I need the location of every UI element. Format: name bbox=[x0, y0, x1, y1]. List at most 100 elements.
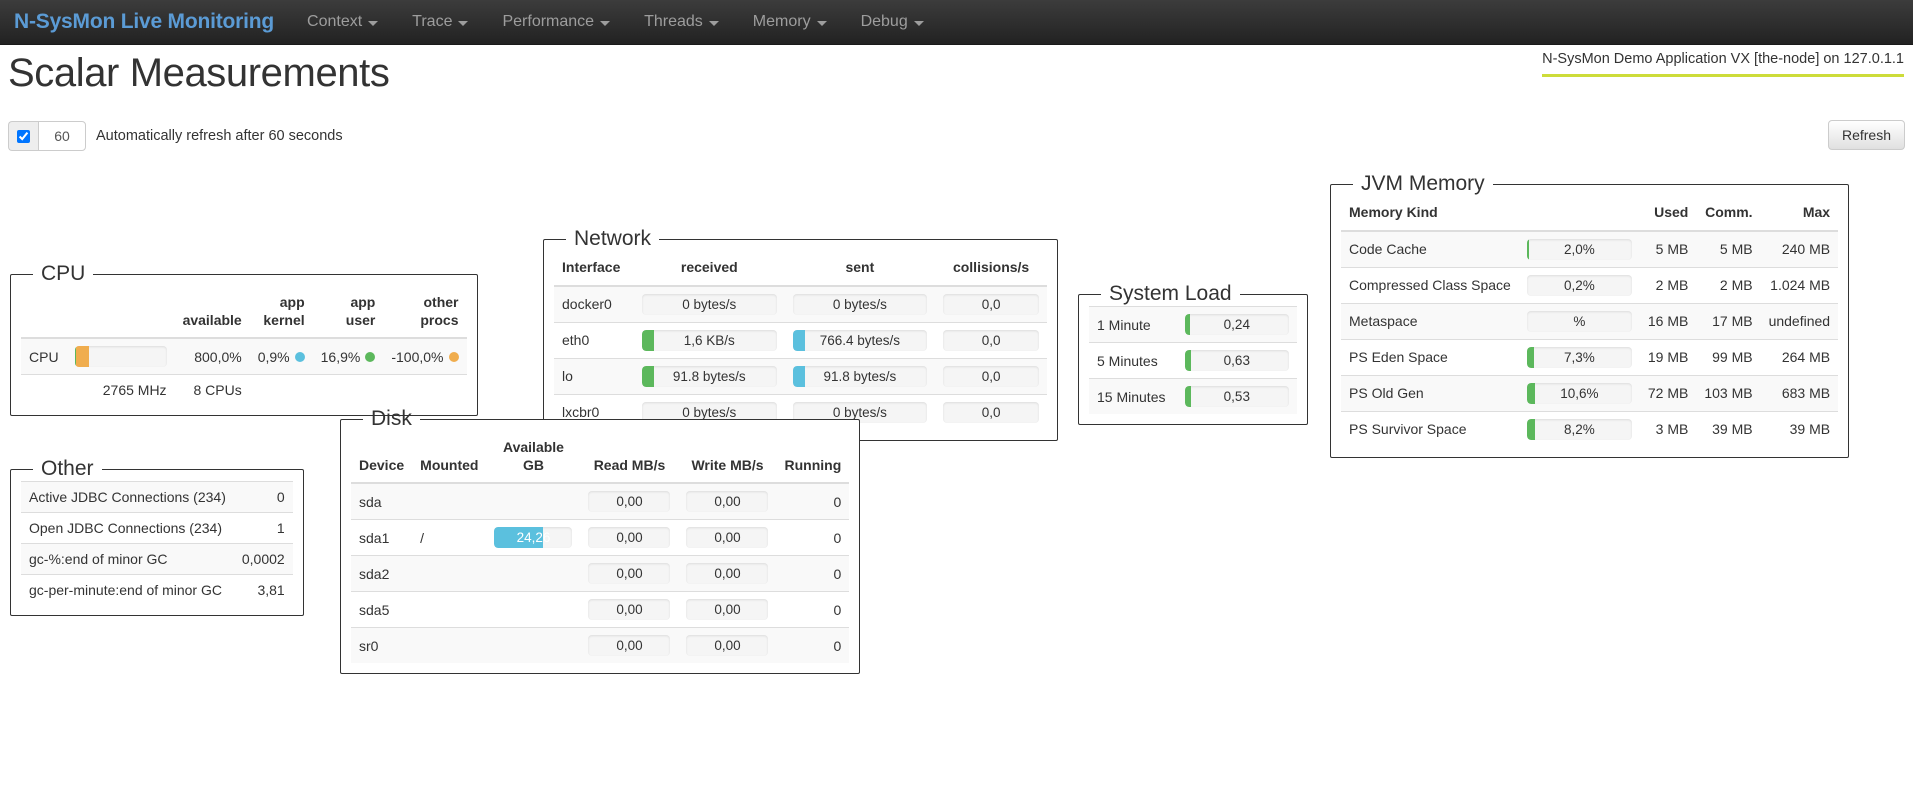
network-row-collisions: 0,0 bbox=[935, 357, 1047, 394]
disk-table-head: Device Mounted Available GB Read MB/s Wr… bbox=[351, 431, 850, 484]
jvm-memory-row-max: 240 MB bbox=[1760, 230, 1839, 267]
disk-col-device: Device bbox=[351, 431, 413, 484]
disk-table: Device Mounted Available GB Read MB/s Wr… bbox=[351, 431, 850, 663]
network-row-received: 91.8 bytes/s bbox=[634, 357, 785, 394]
jvm-col-max: Max bbox=[1760, 196, 1839, 232]
progress-bar-label: 0,63 bbox=[1223, 353, 1250, 368]
system-load-row-label: 15 Minutes bbox=[1089, 378, 1177, 414]
progress-bar: 7,3% bbox=[1526, 346, 1632, 368]
nav-item-context[interactable]: Context bbox=[290, 1, 395, 43]
progress-bar: 0,00 bbox=[588, 599, 671, 620]
network-col-received: received bbox=[634, 251, 785, 287]
cpu-row-name: CPU bbox=[21, 337, 67, 375]
nav-item-memory[interactable]: Memory bbox=[736, 1, 844, 43]
progress-bar: 0 bytes/s bbox=[792, 401, 928, 423]
other-row-label: Open JDBC Connections (234) bbox=[21, 512, 234, 544]
jvm-col-kind: Memory Kind bbox=[1341, 196, 1519, 232]
nav-item-performance[interactable]: Performance bbox=[485, 1, 627, 43]
progress-bar: 766.4 bytes/s bbox=[792, 329, 928, 351]
progress-bar-label: 1,6 KB/s bbox=[683, 332, 735, 348]
progress-bar-label: 2,0% bbox=[1563, 241, 1595, 257]
progress-bar-label: 0 bytes/s bbox=[832, 404, 887, 420]
system-load-row-value: 0,63 bbox=[1176, 342, 1297, 379]
disk-row-running: 0 bbox=[776, 519, 850, 556]
panel-cpu: CPU available app kernel app user other … bbox=[10, 262, 478, 416]
network-row-sent: 0 bytes/s bbox=[784, 285, 936, 322]
auto-refresh-checkbox[interactable] bbox=[17, 129, 30, 143]
panel-disk-legend: Disk bbox=[371, 407, 412, 430]
progress-bar: 0,00 bbox=[588, 491, 671, 512]
disk-col-write: Write MB/s bbox=[678, 431, 777, 484]
disk-row-available bbox=[486, 555, 581, 592]
auto-refresh-checkbox-addon[interactable] bbox=[8, 121, 38, 151]
jvm-memory-row-max: 1.024 MB bbox=[1760, 266, 1839, 303]
status-dot-icon bbox=[294, 351, 305, 362]
progress-bar-label: 0,0 bbox=[981, 296, 1001, 312]
jvm-memory-row-bar: 2,0% bbox=[1518, 230, 1640, 267]
disk-row-read: 0,00 bbox=[580, 519, 679, 556]
system-load-row-value: 0,53 bbox=[1176, 378, 1297, 414]
nav-item-label: Threads bbox=[644, 13, 703, 30]
disk-row-read: 0,00 bbox=[580, 627, 679, 663]
chevron-down-icon bbox=[368, 20, 379, 26]
progress-bar-fill bbox=[1526, 238, 1529, 260]
progress-bar-label: 0,00 bbox=[616, 494, 643, 509]
progress-bar: 0,0 bbox=[943, 329, 1039, 351]
cpu-col-app-kernel: app kernel bbox=[249, 286, 313, 339]
progress-bar-label: 0,00 bbox=[714, 494, 741, 509]
disk-row-read: 0,00 bbox=[580, 555, 679, 592]
progress-bar: 2,0% bbox=[1526, 238, 1632, 260]
jvm-memory-row-bar: 7,3% bbox=[1518, 338, 1640, 375]
progress-bar bbox=[74, 346, 167, 367]
network-row-received: 1,6 KB/s bbox=[634, 321, 785, 358]
network-row-interface: lo bbox=[554, 357, 634, 394]
progress-bar-label: 0,00 bbox=[616, 638, 643, 653]
nav-item-trace[interactable]: Trace bbox=[395, 1, 485, 43]
brand-logo[interactable]: N-SysMon Live Monitoring bbox=[14, 10, 275, 33]
refresh-interval-input[interactable] bbox=[38, 121, 86, 151]
cpu-col-bar bbox=[66, 286, 175, 339]
jvm-memory-row-used: 16 MB bbox=[1639, 302, 1697, 339]
disk-col-mounted: Mounted bbox=[412, 431, 487, 484]
cpu-footer-spacer bbox=[21, 374, 67, 405]
jvm-memory-table-head: Memory Kind Used Comm. Max bbox=[1341, 196, 1839, 232]
metric-value: 16,9% bbox=[320, 348, 361, 365]
jvm-col-comm: Comm. bbox=[1696, 196, 1761, 232]
disk-row-read: 0,00 bbox=[580, 482, 679, 520]
progress-bar-label: 0 bytes/s bbox=[682, 404, 737, 420]
disk-row-running: 0 bbox=[776, 591, 850, 628]
progress-bar-fill bbox=[1526, 418, 1536, 440]
jvm-memory-row-comm: 103 MB bbox=[1696, 374, 1761, 411]
cpu-col-app-user: app user bbox=[312, 286, 384, 339]
top-navbar: N-SysMon Live Monitoring Context Trace Per… bbox=[0, 0, 1913, 45]
progress-bar: 0,2% bbox=[1526, 274, 1632, 296]
cpu-col-name bbox=[21, 286, 67, 339]
jvm-memory-row-used: 19 MB bbox=[1639, 338, 1697, 375]
progress-bar-label: 0,24 bbox=[1223, 317, 1250, 332]
auto-refresh-label: Automatically refresh after 60 seconds bbox=[96, 128, 343, 144]
chevron-down-icon bbox=[708, 20, 719, 26]
progress-bar-label: 0,00 bbox=[714, 530, 741, 545]
nav-item-debug[interactable]: Debug bbox=[844, 1, 941, 43]
jvm-memory-row-kind: Metaspace bbox=[1341, 302, 1519, 339]
panel-network: Network Interface received sent collisio… bbox=[543, 227, 1058, 441]
panel-other-legend: Other bbox=[41, 457, 94, 480]
refresh-button[interactable]: Refresh bbox=[1827, 120, 1905, 150]
nav-item-threads[interactable]: Threads bbox=[627, 1, 736, 43]
refresh-controls: Automatically refresh after 60 seconds R… bbox=[0, 107, 1913, 157]
nav-item-label: Trace bbox=[412, 13, 453, 30]
progress-bar: 0,00 bbox=[588, 527, 671, 548]
network-row-collisions: 0,0 bbox=[935, 321, 1047, 358]
chevron-down-icon bbox=[913, 20, 924, 26]
jvm-memory-row-max: 39 MB bbox=[1760, 410, 1839, 447]
status-dot-icon bbox=[365, 351, 376, 362]
progress-bar-fill bbox=[792, 365, 805, 387]
disk-row-mounted bbox=[412, 482, 487, 520]
cpu-table-head: available app kernel app user other proc… bbox=[21, 286, 467, 339]
panel-system-load-legend: System Load bbox=[1109, 282, 1232, 305]
